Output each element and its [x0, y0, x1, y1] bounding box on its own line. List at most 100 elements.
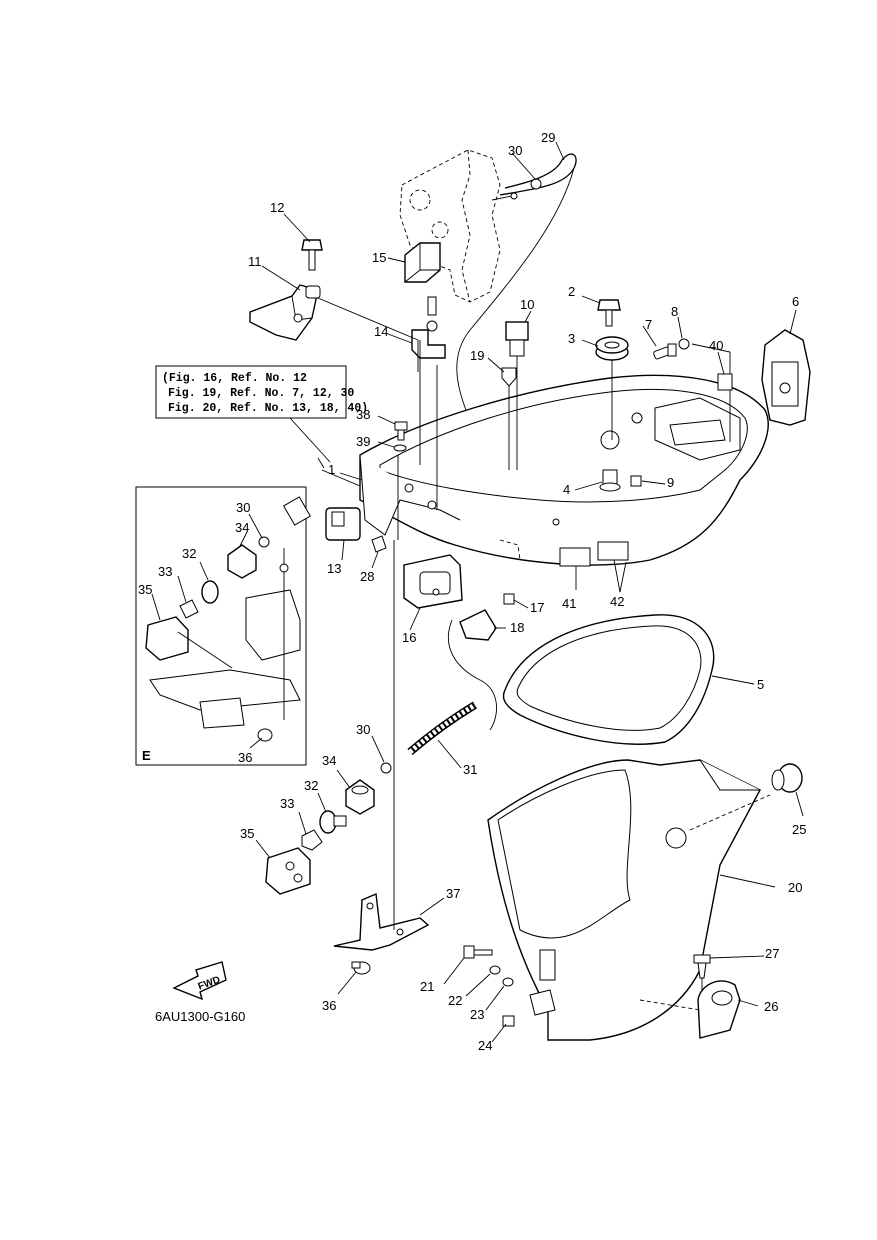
part-4-collar [599, 469, 621, 492]
part-40-label [717, 373, 733, 391]
part-3-grommet [595, 336, 629, 361]
callout-40: 40 [709, 338, 723, 353]
part-11-bracket [249, 284, 319, 341]
reference-line-3: Fig. 20, Ref. No. 13, 18, 40) [168, 402, 368, 415]
inset-callout-35: 35 [138, 582, 152, 597]
part-16-grommet [403, 554, 463, 609]
callout-4: 4 [563, 482, 570, 497]
part-30-clip-lower [380, 762, 392, 774]
part-28-spacer [371, 535, 387, 553]
part-33-washer [301, 829, 323, 851]
part-24-nut [502, 1015, 515, 1027]
part-12-bolt [301, 239, 323, 299]
callout-28: 28 [360, 569, 374, 584]
engine-block-outline [399, 149, 518, 303]
callout-16: 16 [402, 630, 416, 645]
part-6-bracket [761, 329, 811, 426]
part-38-screw [394, 421, 408, 441]
part-15-bracket [404, 242, 441, 283]
callout-12: 12 [270, 200, 284, 215]
callout-23: 23 [470, 1007, 484, 1022]
callout-35: 35 [240, 826, 254, 841]
part-25-grommet [771, 763, 803, 793]
inset-callout-33: 33 [158, 564, 172, 579]
part-32-bolt [319, 810, 347, 834]
callout-11: 11 [248, 254, 262, 269]
part-35-housing [265, 847, 311, 895]
part-5-seal-ring [502, 614, 715, 745]
inset-callout-36: 36 [238, 750, 252, 765]
callout-41: 41 [562, 596, 576, 611]
part-37-bracket [333, 892, 430, 951]
callout-18: 18 [510, 620, 524, 635]
part-39-washer [393, 444, 407, 452]
reference-line-1: (Fig. 16, Ref. No. 12 [162, 372, 307, 385]
part-13-seal [325, 507, 361, 541]
callout-17: 17 [530, 600, 544, 615]
callout-22: 22 [448, 993, 462, 1008]
inset-e: E [135, 486, 311, 766]
callout-5: 5 [757, 677, 764, 692]
callout-31: 31 [463, 762, 477, 777]
callout-42: 42 [610, 594, 624, 609]
callout-30-top: 30 [508, 143, 522, 158]
part-8-washer [678, 338, 690, 350]
reference-note-box: (Fig. 16, Ref. No. 12 Fig. 19, Ref. No. … [155, 365, 368, 487]
part-1-bottom-cowling [359, 374, 769, 567]
part-17-screw [503, 593, 515, 605]
callout-19: 19 [470, 348, 484, 363]
callout-20: 20 [788, 880, 802, 895]
part-30-clip-top [530, 178, 542, 190]
callout-33: 33 [280, 796, 294, 811]
part-2-bolt [597, 299, 621, 327]
callout-7: 7 [645, 317, 652, 332]
callout-30-lower: 30 [356, 722, 370, 737]
callout-21: 21 [420, 979, 434, 994]
part-7-bolt [653, 343, 677, 360]
inset-callout-30: 30 [236, 500, 250, 515]
callout-32: 32 [304, 778, 318, 793]
callout-9: 9 [667, 475, 674, 490]
callout-8: 8 [671, 304, 678, 319]
callout-1: 1 [328, 462, 335, 477]
callout-39: 39 [356, 434, 370, 449]
part-22-washer [489, 965, 501, 975]
callout-26: 26 [764, 999, 778, 1014]
inset-callout-32: 32 [182, 546, 196, 561]
callout-2: 2 [568, 284, 575, 299]
callout-6: 6 [792, 294, 799, 309]
reference-line-2: Fig. 19, Ref. No. 7, 12, 30 [168, 387, 354, 400]
part-10-grommet [505, 321, 529, 470]
callout-numbers: 30 29 15 12 11 14 10 2 3 7 8 40 6 19 38 … [138, 130, 806, 1053]
callout-14: 14 [374, 324, 388, 339]
callout-38: 38 [356, 407, 370, 422]
part-36-screw [351, 961, 371, 975]
inset-callout-34: 34 [235, 520, 249, 535]
callout-37: 37 [446, 886, 460, 901]
part-26-cover [639, 980, 741, 1039]
inset-label: E [142, 748, 151, 763]
part-23-washer [502, 977, 514, 987]
callout-25: 25 [792, 822, 806, 837]
callout-10: 10 [520, 297, 534, 312]
callout-27: 27 [765, 946, 779, 961]
callout-34: 34 [322, 753, 336, 768]
part-20-apron [487, 759, 771, 1041]
callout-3: 3 [568, 331, 575, 346]
callout-29: 29 [541, 130, 555, 145]
callout-15: 15 [372, 250, 386, 265]
part-31-hose [407, 701, 478, 756]
part-9-nut [630, 475, 642, 487]
part-21-screw [463, 945, 493, 959]
callout-24: 24 [478, 1038, 492, 1053]
part-18-grommet [459, 609, 497, 641]
leader-lines [151, 141, 804, 1043]
diagram-code: 6AU1300-G160 [155, 1009, 245, 1024]
callout-36: 36 [322, 998, 336, 1013]
part-19-screw [501, 367, 517, 470]
fwd-arrow: FWD [172, 961, 227, 1001]
callout-13: 13 [327, 561, 341, 576]
part-34-nut [345, 779, 375, 815]
